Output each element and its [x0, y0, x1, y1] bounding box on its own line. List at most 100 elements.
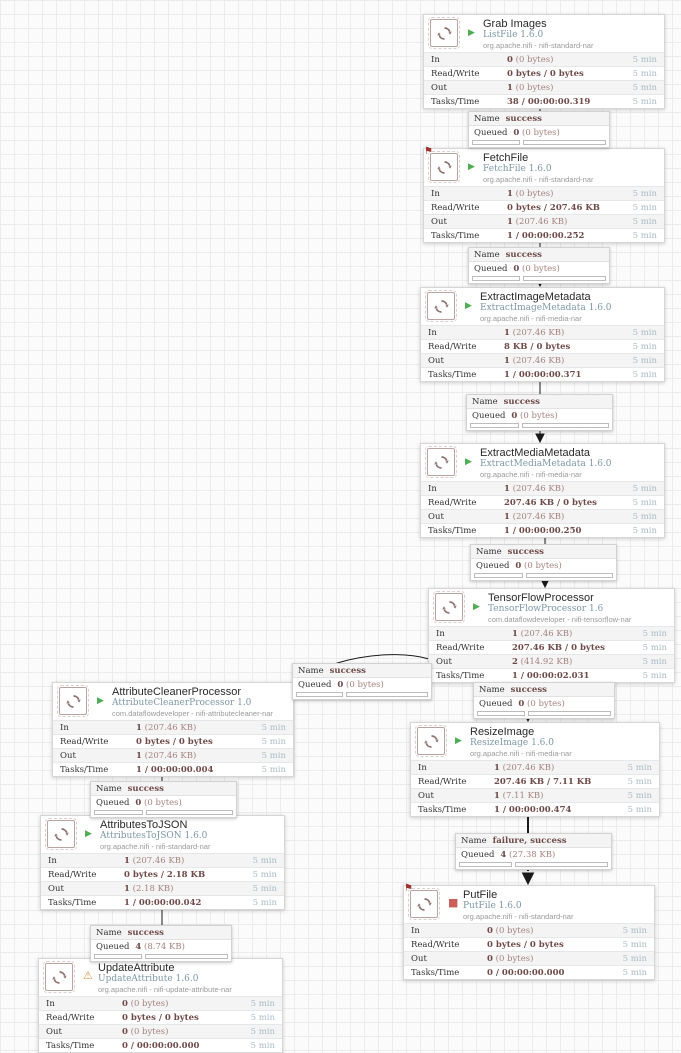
- processor-bundle: org.apache.nifi - nifi-standard-nar: [483, 41, 594, 50]
- connection-name-label: Name: [298, 665, 324, 676]
- processor-type: AttributesToJSON 1.6.0: [100, 831, 208, 841]
- connection-name-label: Name: [96, 927, 122, 938]
- processor-type: PutFile 1.6.0: [463, 901, 522, 911]
- processor-name: FetchFile: [483, 152, 529, 164]
- queue-indicator-bars: [91, 809, 236, 817]
- connection-relationship: success: [329, 665, 366, 676]
- processor-icon: [433, 591, 465, 623]
- processor-icon: [57, 685, 89, 717]
- queue-indicator-bars: [474, 710, 614, 718]
- connection-name-label: Name: [476, 546, 502, 557]
- connection-queued-value: 0 (0 bytes): [513, 263, 560, 274]
- connection-queued-value: 4 (8.74 KB): [135, 941, 185, 952]
- queue-indicator-bars: [456, 861, 611, 869]
- processor-bundle: com.dataflowdeveloper - nifi-tensorflow-…: [488, 615, 632, 624]
- connection-queued-value: 0 (0 bytes): [515, 560, 562, 571]
- connection-label-extractmedia-tensorflow[interactable]: Name success Queued 0 (0 bytes): [470, 544, 617, 581]
- processor-bundle: org.apache.nifi - nifi-standard-nar: [463, 912, 574, 921]
- processor-grab-images[interactable]: Grab Images ListFile 1.6.0 org.apache.ni…: [423, 14, 665, 109]
- flag-badge-icon: ⚑: [404, 883, 413, 894]
- connection-queued-label: Queued: [96, 941, 130, 952]
- processor-name: ExtractImageMetadata: [480, 291, 591, 303]
- processor-icon: [43, 961, 75, 993]
- processor-icon: [45, 818, 77, 850]
- queue-indicator-bars: [469, 139, 609, 147]
- connection-queued-value: 0 (0 bytes): [518, 698, 565, 709]
- run-state-icon: [448, 891, 460, 910]
- processor-extractmediametadata[interactable]: ExtractMediaMetadata ExtractMediaMetadat…: [420, 443, 665, 538]
- queue-indicator-bars: [293, 691, 431, 699]
- warning-state-icon: [83, 964, 95, 983]
- processor-bundle: org.apache.nifi - nifi-media-nar: [480, 314, 582, 323]
- processor-type: ResizeImage 1.6.0: [470, 738, 554, 748]
- connection-relationship: success: [505, 113, 542, 124]
- processor-bundle: org.apache.nifi - nifi-standard-nar: [100, 842, 211, 851]
- processor-type: ListFile 1.6.0: [483, 30, 544, 40]
- processor-resizeimage[interactable]: ResizeImage ResizeImage 1.6.0 org.apache…: [410, 722, 660, 817]
- processor-fetchfile[interactable]: ⚑ FetchFile FetchFile 1.6.0 org.apache.n…: [423, 147, 665, 243]
- processor-name: UpdateAttribute: [98, 962, 175, 974]
- processor-bundle: org.apache.nifi - nifi-media-nar: [480, 470, 582, 479]
- processor-bundle: org.apache.nifi - nifi-media-nar: [470, 749, 572, 758]
- processor-bundle: org.apache.nifi - nifi-standard-nar: [483, 175, 594, 184]
- processor-bundle: com.dataflowdeveloper - nifi-attributecl…: [112, 709, 273, 718]
- queue-indicator-bars: [467, 422, 612, 430]
- connection-name-label: Name: [96, 783, 122, 794]
- processor-icon: [425, 446, 457, 478]
- processor-attributecleanerprocessor[interactable]: AttributeCleanerProcessor AttributeClean…: [52, 682, 294, 777]
- processor-tensorflowprocessor[interactable]: TensorFlowProcessor TensorFlowProcessor …: [428, 588, 675, 683]
- processor-attributestojson[interactable]: AttributesToJSON AttributesToJSON 1.6.0 …: [40, 815, 285, 910]
- connection-relationship: success: [505, 249, 542, 260]
- processor-type: FetchFile 1.6.0: [483, 164, 552, 174]
- processor-name: ResizeImage: [470, 726, 535, 738]
- processor-updateattribute[interactable]: UpdateAttribute UpdateAttribute 1.6.0 or…: [38, 958, 283, 1053]
- connection-name-label: Name: [461, 835, 487, 846]
- connection-queued-label: Queued: [96, 797, 130, 808]
- connection-name-label: Name: [472, 396, 498, 407]
- connection-queued-value: 0 (0 bytes): [135, 797, 182, 808]
- queue-indicator-bars: [91, 953, 231, 961]
- run-state-icon: [465, 293, 477, 312]
- queue-indicator-bars: [471, 572, 616, 580]
- connection-queued-label: Queued: [476, 560, 510, 571]
- processor-extractimagemetadata[interactable]: ExtractImageMetadata ExtractImageMetadat…: [420, 287, 665, 382]
- processor-name: AttributesToJSON: [100, 819, 188, 831]
- processor-name: AttributeCleanerProcessor: [112, 686, 242, 698]
- connection-relationship: success: [510, 684, 547, 695]
- connection-relationship: success: [507, 546, 544, 557]
- run-state-icon: [465, 449, 477, 468]
- processor-type: AttributeCleanerProcessor 1.0: [112, 698, 252, 708]
- connection-queued-value: 0 (0 bytes): [337, 679, 384, 690]
- processor-type: UpdateAttribute 1.6.0: [98, 974, 199, 984]
- processor-icon: [408, 888, 440, 920]
- processor-putfile[interactable]: ⚑ PutFile PutFile 1.6.0 org.apache.nifi …: [403, 883, 655, 980]
